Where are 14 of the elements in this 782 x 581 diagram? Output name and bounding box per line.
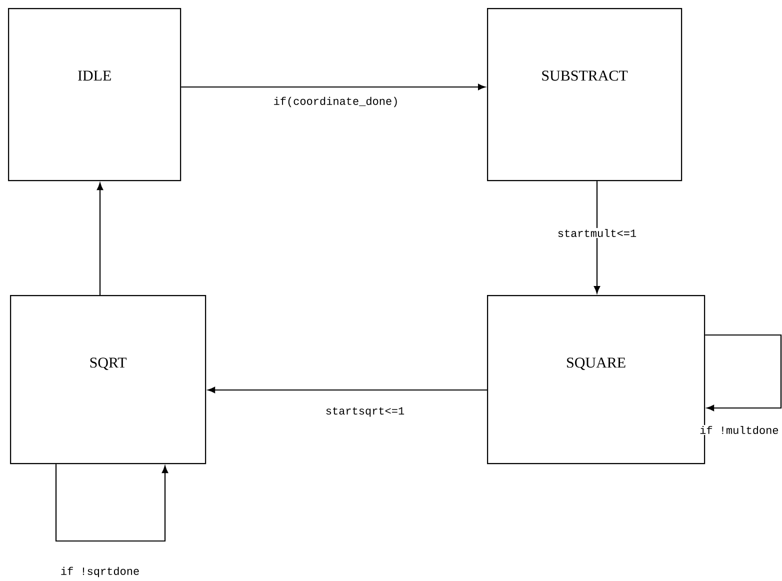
arrow — [705, 334, 782, 412]
edge-label: startmult<=1 — [556, 228, 638, 238]
state-box: SQRT — [10, 295, 206, 464]
arrow — [594, 181, 600, 294]
arrow — [208, 386, 487, 394]
edge-label: startsqrt<=1 — [324, 406, 406, 418]
arrow — [181, 84, 486, 90]
state-box: SUBSTRACT — [487, 8, 682, 182]
state-box: IDLE — [8, 8, 182, 182]
edge-label: if !multdone — [698, 424, 780, 436]
edge-label: if(coordinate_done) — [272, 96, 400, 108]
arrow — [96, 182, 104, 295]
arrow — [55, 464, 168, 542]
edge-label: if !sqrtdone — [59, 566, 141, 578]
